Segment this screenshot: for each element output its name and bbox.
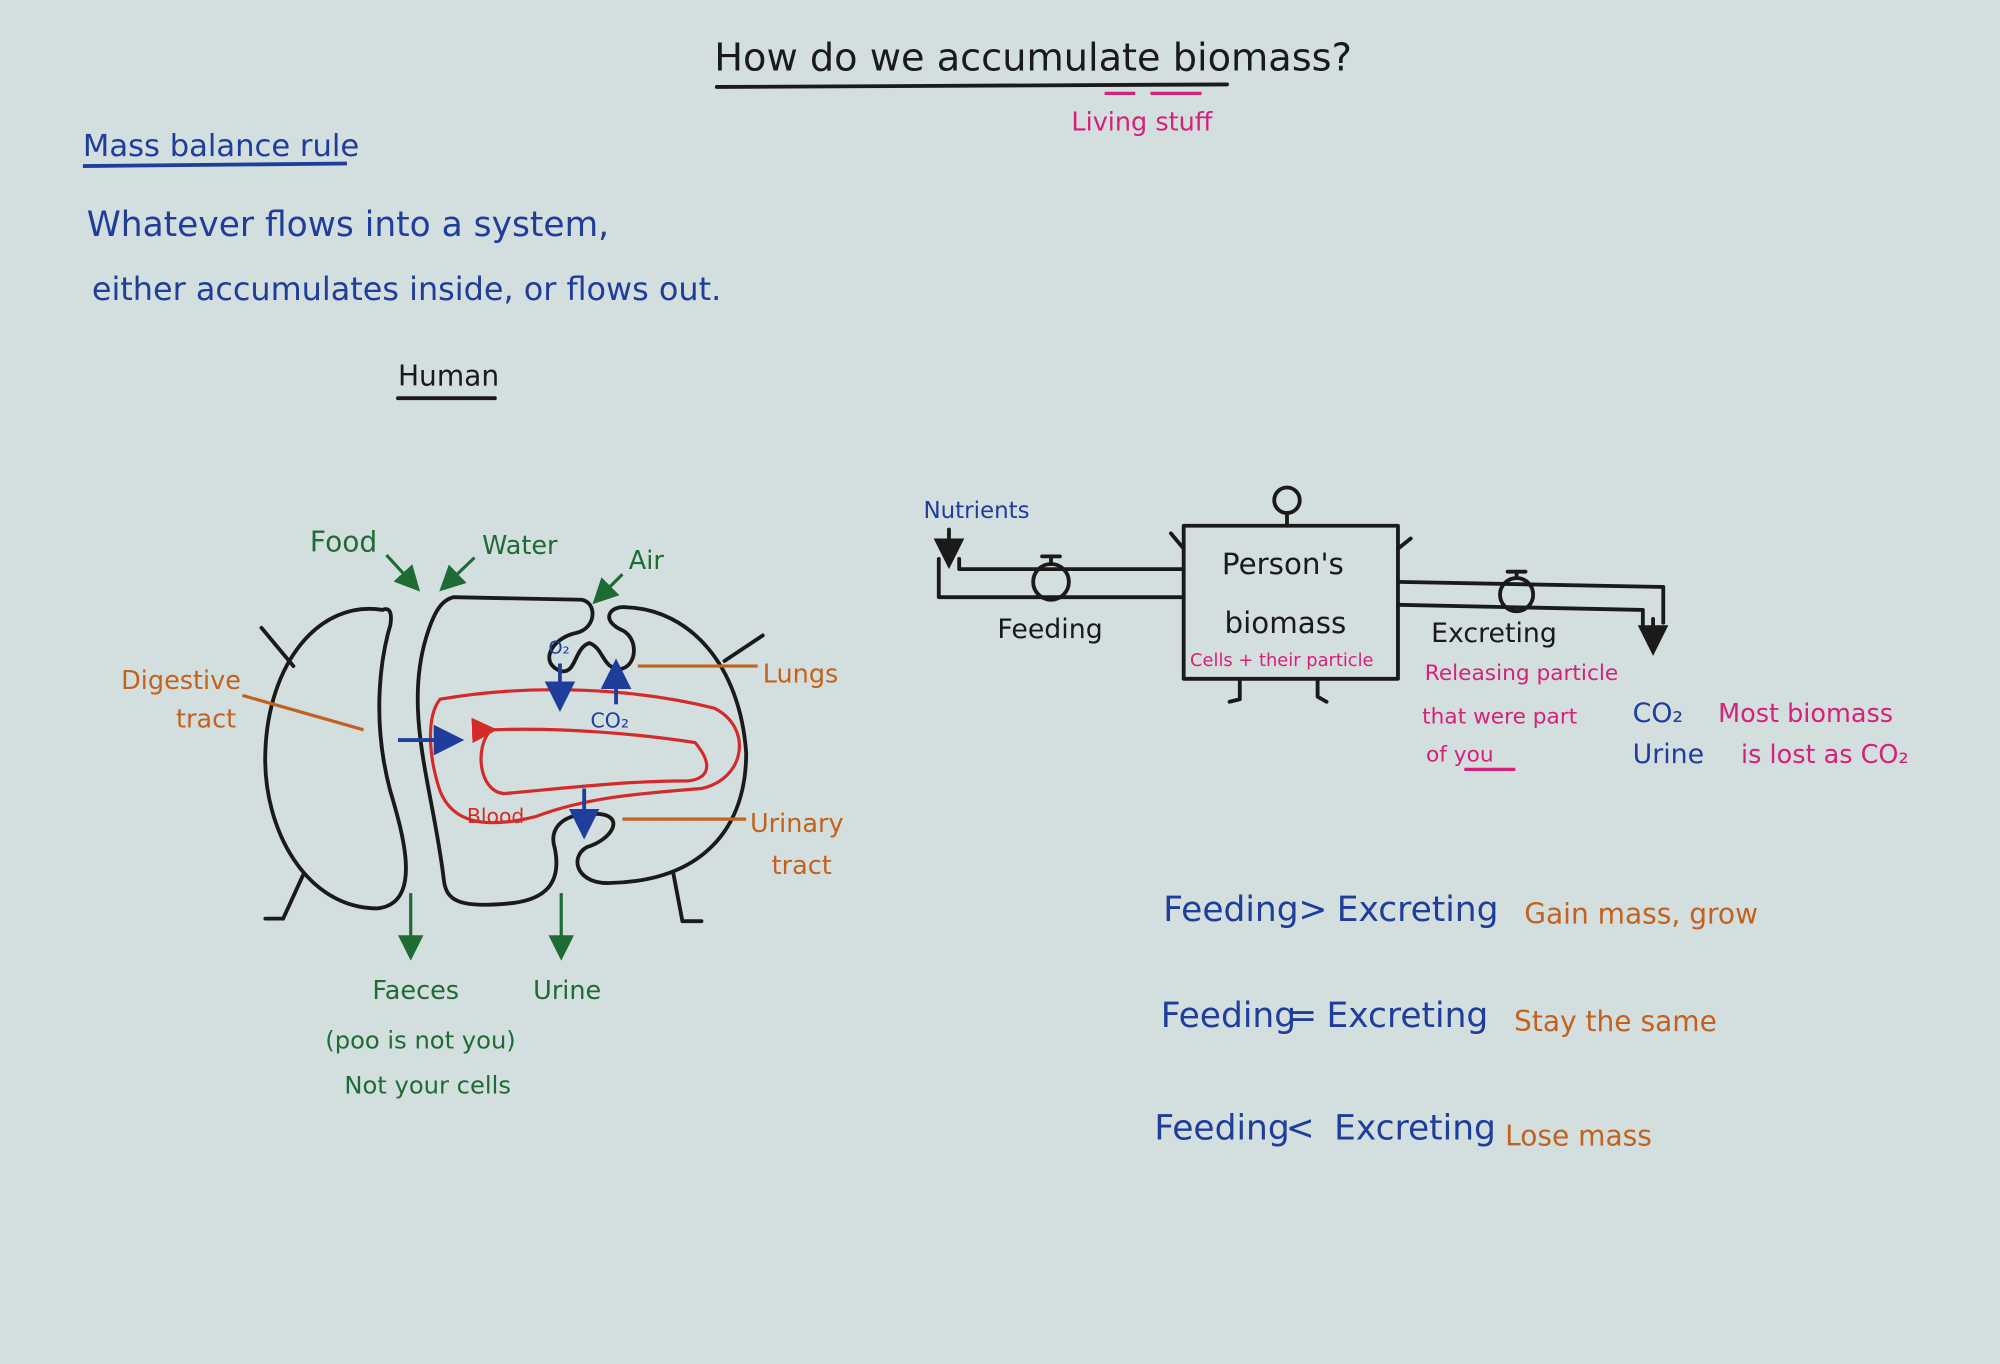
o2-label: O₂ <box>548 637 569 658</box>
air-arrow <box>592 573 624 605</box>
co2-note-2: is lost as CO₂ <box>1741 740 1909 770</box>
rule-gain: Feeding > Excreting Gain mass, grow <box>1163 890 1758 931</box>
excreting-pipe <box>1396 569 1669 656</box>
release-line-1: Releasing particle <box>1425 661 1618 686</box>
mass-balance-line2: either accumulates inside, or flows out. <box>92 270 721 308</box>
rule-lhs: Feeding <box>1161 996 1296 1036</box>
digestive-pointer <box>241 693 364 732</box>
box-label-1: Person's <box>1222 547 1344 581</box>
output-co2: CO₂ <box>1633 698 1684 729</box>
food-label: Food <box>310 525 377 558</box>
excreting-label: Excreting <box>1431 618 1557 649</box>
rule-result: Stay the same <box>1514 1005 1717 1038</box>
digestive-label-2: tract <box>176 704 236 734</box>
rule-lhs: Feeding <box>1154 1108 1289 1148</box>
urinary-label-2: tract <box>772 851 832 881</box>
box-note: Cells + their particle <box>1190 650 1374 671</box>
mass-balance-heading: Mass balance rule <box>83 129 359 164</box>
feeding-label: Feeding <box>997 614 1102 645</box>
rule-result: Gain mass, grow <box>1524 898 1758 931</box>
feeding-pipe <box>936 554 1186 602</box>
nutrients-label: Nutrients <box>923 498 1029 524</box>
release-line-3: of you <box>1426 743 1494 768</box>
water-arrow <box>439 556 476 592</box>
box-label-2: biomass <box>1224 606 1346 640</box>
rule-rhs: Excreting <box>1327 996 1489 1036</box>
mass-balance-line1: Whatever flows into a system, <box>87 205 609 245</box>
faeces-note-2: Not your cells <box>344 1071 511 1099</box>
biomass-box <box>1169 485 1413 704</box>
rule-lhs: Feeding <box>1163 890 1298 930</box>
co2-label: CO₂ <box>591 708 629 732</box>
urinary-label-1: Urinary <box>750 809 844 839</box>
rule-lose: Feeding < Excreting Lose mass <box>1154 1108 1652 1152</box>
rule-result: Lose mass <box>1505 1120 1652 1153</box>
co2-note-1: Most biomass <box>1718 699 1893 729</box>
page-title: How do we accumulate biomass? <box>714 35 1352 80</box>
mass-balance-underline <box>82 161 347 168</box>
air-label: Air <box>629 546 665 576</box>
human-heading: Human <box>398 359 499 392</box>
blood-loop <box>428 688 741 825</box>
rule-rhs: Excreting <box>1337 890 1499 930</box>
blood-label: Blood <box>467 804 525 828</box>
rule-rhs: Excreting <box>1334 1108 1496 1148</box>
digestive-label-1: Digestive <box>121 666 241 696</box>
rule-op: > <box>1298 890 1327 930</box>
title-note: Living stuff <box>1071 107 1213 137</box>
rule-op: < <box>1286 1108 1315 1148</box>
title-underline <box>714 82 1229 89</box>
output-urine: Urine <box>1633 739 1704 770</box>
food-arrow <box>385 554 421 592</box>
urine-label: Urine <box>533 976 601 1006</box>
rule-same: Feeding = Excreting Stay the same <box>1161 996 1717 1038</box>
release-line-2: that were part <box>1422 704 1577 729</box>
human-body-outline <box>259 595 765 924</box>
faeces-note-1: (poo is not you) <box>325 1027 516 1055</box>
rule-op: = <box>1288 996 1317 1036</box>
lungs-label: Lungs <box>763 660 839 690</box>
faeces-label: Faeces <box>372 976 459 1006</box>
water-label: Water <box>482 531 558 561</box>
